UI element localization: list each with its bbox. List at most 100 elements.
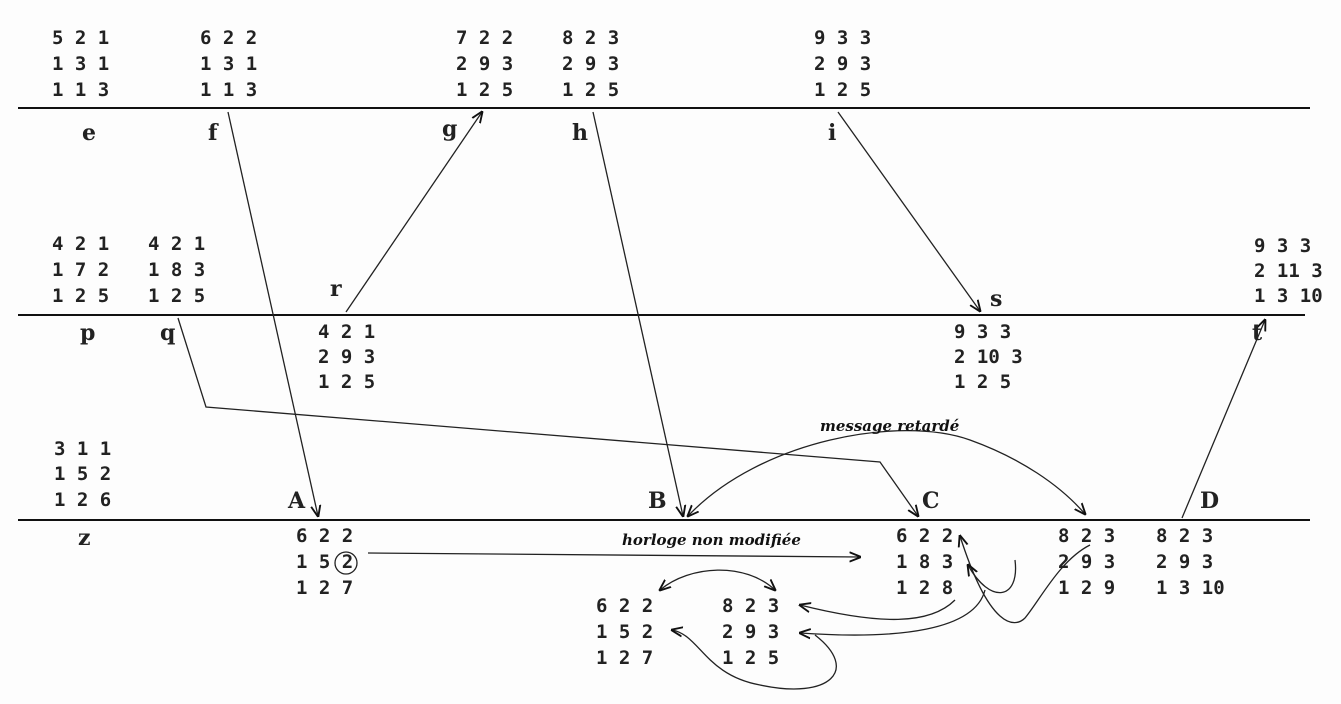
event-t: t [1252,320,1263,346]
clock-row: 1 3 1 [52,53,109,75]
clock-row: 1 2 7 [596,647,653,669]
event-p: p [80,320,95,346]
clock-row: 6 2 2 [896,525,953,547]
message-D-t [1181,320,1265,519]
curve-C-to-M2-row1 [800,599,956,621]
event-r: r [330,276,342,302]
message-r-g [345,112,482,313]
event-z: z [78,525,91,551]
clock-g: 7 2 2 2 9 3 1 2 5 [456,27,513,101]
event-e: e [82,120,96,146]
curve-M2-to-M1-bottom [672,630,837,690]
clock-row: 1 1 3 [52,79,109,101]
clock-row: 2 9 3 [1156,551,1213,573]
message-q-C-delayed [177,317,918,516]
clock-row: 2 9 3 [722,621,779,643]
curve-C-to-M2-row2 [800,589,986,635]
clock-row: 1 5 2 [296,551,353,573]
clock-i: 9 3 3 2 9 3 1 2 5 [814,27,871,101]
clock-row: 1 7 2 [52,259,109,281]
clock-row: 2 9 3 [562,53,619,75]
clock-row: 1 2 5 [318,371,375,393]
clock-row: 2 11 3 [1254,260,1323,282]
clock-row: 1 2 6 [54,489,111,511]
circled-value [334,551,358,575]
curve-C-row2-loop [968,559,1017,594]
event-A: A [287,488,306,514]
clock-row: 1 2 5 [954,371,1011,393]
clock-row: 1 2 5 [562,79,619,101]
clock-row: 6 2 2 [296,525,353,547]
clock-row: 8 2 3 [1156,525,1213,547]
clock-row: 9 3 3 [954,321,1011,343]
message-h-B [592,111,683,516]
clock-row: 2 9 3 [814,53,871,75]
clock-row: 4 2 1 [52,233,109,255]
clock-row: 6 2 2 [200,27,257,49]
clock-row: 8 2 3 [562,27,619,49]
event-D: D [1200,488,1219,514]
clock-row: 1 5 2 [596,621,653,643]
clock-row: 1 2 5 [52,285,109,307]
event-q: q [160,320,175,346]
clock-q: 4 2 1 1 8 3 1 2 5 [148,233,205,307]
clock-row: 1 5 2 [54,463,111,485]
message-i-s [837,111,980,311]
clock-s: 9 3 3 2 10 3 1 2 5 [954,321,1023,393]
event-g: g [442,116,457,142]
clock-row: 3 1 1 [54,438,111,460]
clock-t: 9 3 3 2 11 3 1 3 10 [1254,235,1323,307]
clock-row: 9 3 3 [1254,235,1311,257]
event-f: f [208,120,219,146]
annotation-message-retarde: message retardé [820,417,959,435]
clock-f: 6 2 2 1 3 1 1 1 3 [200,27,257,101]
annotation-horloge-non-modifiee: horloge non modifiée [622,531,801,549]
clock-row: 7 2 2 [456,27,513,49]
clock-row: 4 2 1 [318,321,375,343]
clock-row: 1 2 7 [296,577,353,599]
clock-row: 1 3 10 [1254,285,1323,307]
clock-row: 1 2 5 [148,285,205,307]
clock-row: 5 2 1 [52,27,109,49]
clock-h: 8 2 3 2 9 3 1 2 5 [562,27,619,101]
curve-M1-M2-top [660,569,775,590]
clock-A: 6 2 2 1 5 2 1 2 7 [296,525,353,599]
clock-row: 1 2 5 [456,79,513,101]
event-i: i [828,120,836,146]
clock-row: 1 8 3 [896,551,953,573]
clock-row: 4 2 1 [148,233,205,255]
arrow-horloge-non-modifiee [367,553,860,557]
clock-row: 1 1 3 [200,79,257,101]
clock-r: 4 2 1 2 9 3 1 2 5 [318,321,375,393]
clock-row: 1 2 5 [814,79,871,101]
clock-M1: 6 2 2 1 5 2 1 2 7 [596,595,653,669]
clock-M2: 8 2 3 2 9 3 1 2 5 [722,595,779,669]
clock-row: 1 2 9 [1058,577,1115,599]
curve-message-retarde [688,430,1085,516]
message-f-A [227,111,318,516]
clock-row: 1 3 10 [1156,577,1225,599]
clock-row: 2 9 3 [456,53,513,75]
event-h: h [572,120,588,146]
clock-D: 8 2 3 2 9 3 1 3 10 [1156,525,1225,599]
clock-row: 8 2 3 [722,595,779,617]
clock-C2: 8 2 3 2 9 3 1 2 9 [1058,525,1115,599]
clock-row: 1 8 3 [148,259,205,281]
clock-row: 8 2 3 [1058,525,1115,547]
clock-z: 3 1 1 1 5 2 1 2 6 [54,438,111,511]
clock-row: 1 2 8 [896,577,953,599]
clock-row: 1 2 5 [722,647,779,669]
clock-C: 6 2 2 1 8 3 1 2 8 [896,525,953,599]
clock-e: 5 2 1 1 3 1 1 1 3 [52,27,109,101]
event-B: B [648,488,667,514]
curve-C2-to-C-row1 [960,536,1091,624]
clock-row: 9 3 3 [814,27,871,49]
clock-row: 2 9 3 [1058,551,1115,573]
clock-row: 2 10 3 [954,346,1023,368]
event-s: s [990,286,1002,312]
clock-row: 2 9 3 [318,346,375,368]
event-C: C [922,488,940,514]
clock-row: 1 3 1 [200,53,257,75]
